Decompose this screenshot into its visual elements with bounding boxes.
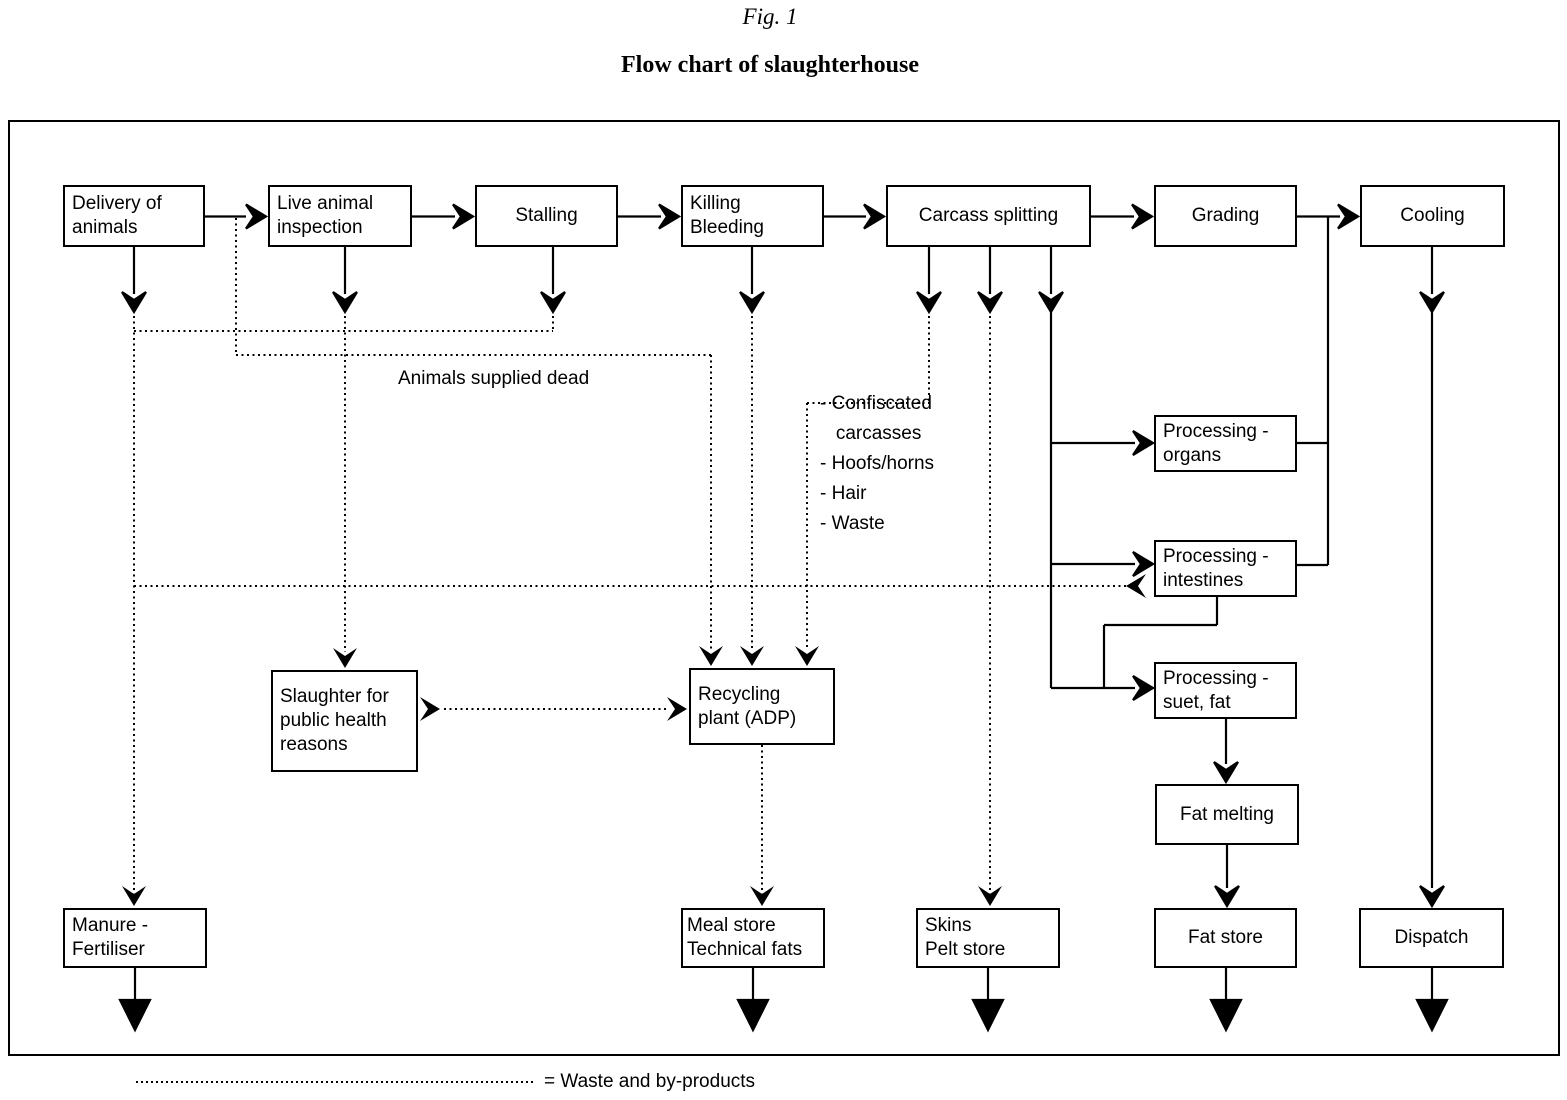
head-out-of-slaughter	[420, 697, 440, 721]
node-manure-fertiliser: Manure - Fertiliser	[63, 908, 207, 968]
head-out-of-intestines	[1126, 574, 1146, 598]
head-into-skins	[978, 886, 1002, 906]
solid-flow-lines	[118, 203, 1449, 1033]
node-processing-suet-fat: Processing - suet, fat	[1154, 662, 1297, 719]
node-grading: Grading	[1154, 185, 1297, 247]
label-animals-supplied-dead: Animals supplied dead	[398, 368, 590, 389]
dotted-line-arrowheads	[122, 574, 1146, 906]
node-stalling: Stalling	[475, 185, 618, 247]
node-processing-organs: Processing - organs	[1154, 415, 1297, 472]
node-live-animal-inspection: Live animal inspection	[268, 185, 412, 247]
head-into-manure	[122, 886, 146, 906]
node-recycling-plant-adp: Recycling plant (ADP)	[689, 668, 835, 745]
diagram-border	[8, 120, 1560, 1056]
head-into-recycling-3	[795, 646, 819, 666]
page-title: Flow chart of slaughterhouse	[621, 52, 919, 78]
node-dispatch: Dispatch	[1359, 908, 1504, 968]
head-into-recycling-1	[699, 646, 723, 666]
node-slaughter-public-health: Slaughter for public health reasons	[271, 670, 418, 772]
node-cooling: Cooling	[1360, 185, 1505, 247]
node-killing-bleeding: Killing Bleeding	[681, 185, 824, 247]
node-skins-pelt-store: Skins Pelt store	[916, 908, 1060, 968]
node-fat-melting: Fat melting	[1155, 784, 1299, 845]
head-into-recycling-2	[740, 646, 764, 666]
node-carcass-splitting: Carcass splitting	[886, 185, 1091, 247]
legend-waste-byproducts: = Waste and by-products	[544, 1071, 756, 1092]
node-fat-store: Fat store	[1154, 908, 1297, 968]
waste-dotted-lines	[133, 218, 1126, 1083]
head-into-mealstore	[750, 886, 774, 906]
node-meal-store-technical-fats: Meal store Technical fats	[681, 908, 825, 968]
label-waste-list: - Confiscated carcasses - Hoofs/horns - …	[820, 393, 935, 534]
node-delivery-of-animals: Delivery of animals	[63, 185, 205, 247]
head-into-recycling-left	[667, 697, 687, 721]
head-into-slaughter	[333, 648, 357, 668]
node-processing-intestines: Processing - intestines	[1154, 540, 1297, 597]
figure-number: Fig. 1	[742, 4, 798, 29]
